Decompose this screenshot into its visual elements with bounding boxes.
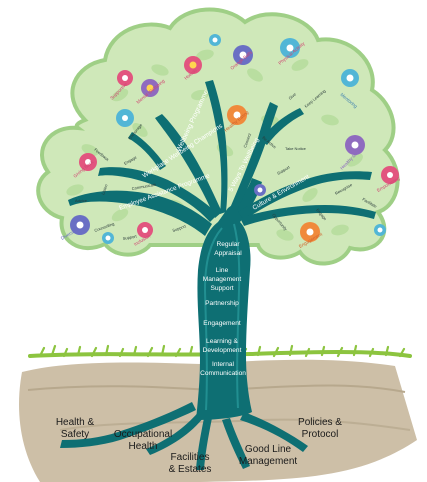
root-label-facilities-estates-1: Facilities	[171, 452, 210, 463]
root-label-good-line-management-2: Management	[239, 456, 298, 467]
trunk-label-learning: Learning &	[206, 338, 238, 345]
trunk-label-regular: Regular	[216, 241, 240, 248]
trunk-label-internal: Internal	[212, 361, 235, 368]
trunk-label-appraisal: Appraisal	[214, 250, 242, 257]
leaf-label-take-notice: Take Notice	[285, 146, 307, 151]
flower	[116, 109, 134, 127]
flower	[341, 69, 359, 87]
trunk-label-support: Support	[210, 285, 233, 292]
root-label-policies-protocol-2: Protocol	[302, 429, 339, 440]
trunk-label-communication: Communication	[200, 370, 246, 377]
flower	[374, 224, 386, 236]
flower	[102, 232, 114, 244]
trunk-label-development: Development	[203, 347, 242, 354]
root-label-health-safety-1: Health &	[56, 417, 95, 428]
trunk-label-partnership: Partnership	[205, 300, 239, 307]
leaf-label-advice: Advice	[75, 198, 88, 203]
trunk-label-engagement: Engagement	[203, 320, 241, 327]
root-label-facilities-estates-2: & Estates	[169, 464, 212, 475]
flower	[209, 34, 221, 46]
root-label-policies-protocol-1: Policies &	[298, 417, 342, 428]
root-label-good-line-management-1: Good Line	[245, 444, 292, 455]
trunk-label-line: Line	[216, 267, 229, 274]
root-label-occupational-health-2: Health	[129, 441, 158, 452]
root-label-health-safety-2: Safety	[61, 429, 89, 440]
root-label-occupational-health-1: Occupational	[114, 429, 172, 440]
trunk-label-management: Management	[203, 276, 242, 283]
flower	[254, 184, 266, 196]
